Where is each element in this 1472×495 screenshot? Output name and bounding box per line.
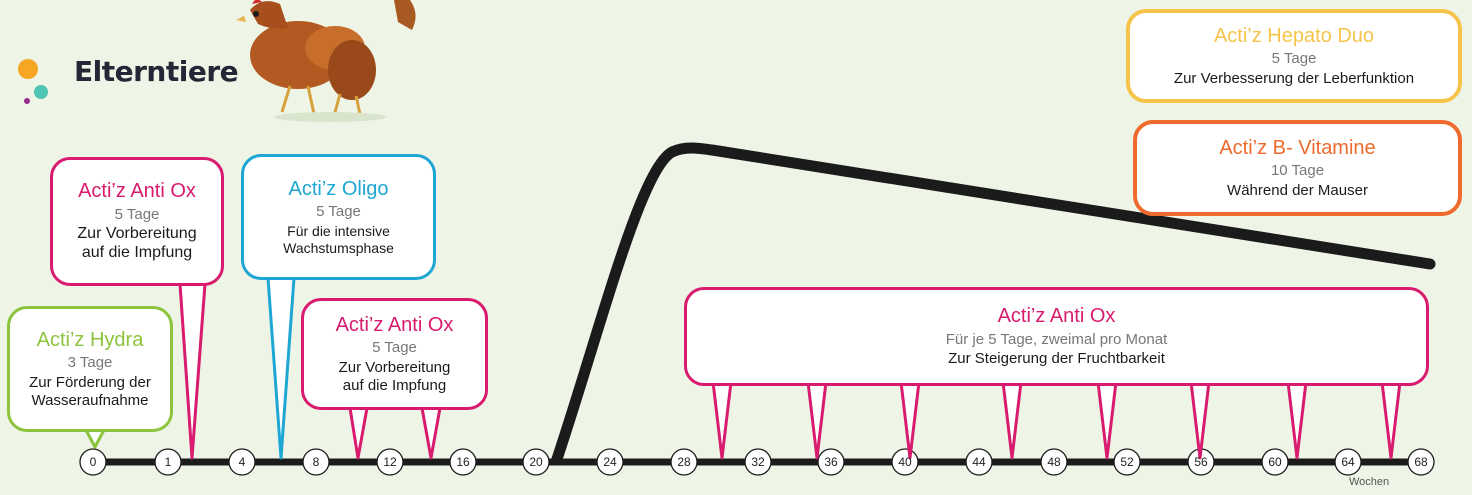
axis-tick-circle bbox=[522, 448, 550, 476]
hydra-description-1: Zur Förderung der bbox=[29, 373, 151, 391]
axis-tick-label: 36 bbox=[824, 455, 838, 469]
bubble-pointers bbox=[84, 276, 1402, 460]
oligo-pointer bbox=[266, 276, 296, 460]
anti-ox-1-name: Acti’z Anti Ox bbox=[78, 179, 196, 202]
axis-tick-circle bbox=[817, 448, 845, 476]
axis-tick-label: 12 bbox=[383, 455, 397, 469]
anti-ox-3-pointers bbox=[711, 380, 1402, 460]
anti-ox-2-pointer-b bbox=[420, 406, 442, 460]
b-vitamine-callout: Acti’z B- Vitamine 10 Tage Während der M… bbox=[1133, 120, 1462, 216]
hepato-duo-callout: Acti’z Hepato Duo 5 Tage Zur Verbesserun… bbox=[1126, 9, 1462, 103]
axis-tick-label: 1 bbox=[164, 455, 172, 469]
axis-tick-circle bbox=[1407, 448, 1435, 476]
anti-ox-1-duration: 5 Tage bbox=[114, 205, 160, 223]
anti-ox-1-description-1: Zur Vorbereitung bbox=[77, 225, 197, 243]
anti-ox-2-callout: Acti’z Anti Ox 5 Tage Zur Vorbereitung a… bbox=[301, 298, 488, 410]
hydra-duration: 3 Tage bbox=[67, 354, 113, 372]
purple-dot bbox=[24, 98, 30, 104]
anti-ox-2-duration: 5 Tage bbox=[372, 339, 417, 357]
hepato-duo-duration: 5 Tage bbox=[1271, 50, 1317, 68]
anti-ox-1-description-2: auf die Impfung bbox=[81, 244, 193, 262]
hydra-name: Acti’z Hydra bbox=[36, 328, 144, 351]
anti-ox-3-pointer bbox=[806, 380, 828, 460]
axis-tick-label: 8 bbox=[312, 455, 320, 469]
axis-tick-circle bbox=[302, 448, 330, 476]
anti-ox-1-pointer bbox=[178, 282, 207, 460]
axis-tick-label: 20 bbox=[529, 455, 543, 469]
axis-tick-circle bbox=[1113, 448, 1141, 476]
hydra-callout: Acti’z Hydra 3 Tage Zur Förderung der Wa… bbox=[7, 306, 173, 432]
axis-tick-label: 68 bbox=[1414, 455, 1428, 469]
axis-tick-label: 28 bbox=[677, 455, 691, 469]
anti-ox-1-callout: Acti’z Anti Ox 5 Tage Zur Vorbereitung a… bbox=[50, 157, 224, 286]
axis-tick-label: 40 bbox=[898, 455, 912, 469]
oligo-callout: Acti’z Oligo 5 Tage Für die intensive Wa… bbox=[241, 154, 436, 280]
anti-ox-2-name: Acti’z Anti Ox bbox=[335, 313, 454, 336]
axis-tick-circle bbox=[449, 448, 477, 476]
axis-tick-label: 56 bbox=[1194, 455, 1208, 469]
axis-tick-circle bbox=[79, 448, 107, 476]
anti-ox-3-duration: Für je 5 Tage, zweimal pro Monat bbox=[945, 330, 1168, 348]
oligo-description-1: Für die intensive bbox=[287, 223, 390, 240]
axis-tick-label: 52 bbox=[1120, 455, 1134, 469]
hydra-description-2: Wasseraufnahme bbox=[31, 391, 149, 409]
axis-tick-label: 44 bbox=[972, 455, 986, 469]
axis-tick-label: 48 bbox=[1047, 455, 1061, 469]
b-vitamine-description: Während der Mauser bbox=[1227, 181, 1368, 199]
axis-tick-label: 64 bbox=[1341, 455, 1355, 469]
axis-tick-circle bbox=[1334, 448, 1362, 476]
anti-ox-3-pointer bbox=[1001, 380, 1023, 460]
axis-tick-circle bbox=[376, 448, 404, 476]
anti-ox-3-pointer bbox=[1286, 380, 1308, 460]
oligo-name: Acti’z Oligo bbox=[288, 177, 389, 200]
anti-ox-3-description: Zur Steigerung der Fruchtbarkeit bbox=[948, 350, 1165, 368]
oligo-description-2: Wachstumsphase bbox=[283, 239, 394, 256]
axis-tick-label: 16 bbox=[456, 455, 470, 469]
hydra-pointer bbox=[84, 428, 106, 449]
axis-unit-label: Wochen bbox=[1349, 476, 1390, 488]
production-curve bbox=[551, 142, 1436, 465]
anti-ox-3-pointer bbox=[1096, 380, 1118, 460]
hepato-duo-name: Acti’z Hepato Duo bbox=[1213, 24, 1375, 47]
chicken-illustration bbox=[236, 0, 416, 122]
anti-ox-2-pointer-a bbox=[348, 406, 369, 460]
axis-tick-label: 0 bbox=[89, 455, 97, 469]
axis-tick-circle bbox=[1261, 448, 1289, 476]
axis-tick-circle bbox=[965, 448, 993, 476]
page-title: Elterntiere bbox=[74, 55, 239, 88]
axis-tick-circle bbox=[670, 448, 698, 476]
anti-ox-3-pointer bbox=[711, 380, 733, 460]
b-vitamine-name: Acti’z B- Vitamine bbox=[1219, 136, 1376, 159]
axis-tick-circle bbox=[596, 448, 624, 476]
anti-ox-2-description-1: Zur Vorbereitung bbox=[338, 358, 451, 376]
teal-dot bbox=[34, 85, 48, 99]
anti-ox-3-pointer bbox=[1380, 380, 1402, 460]
axis-tick-label: 60 bbox=[1268, 455, 1282, 469]
axis-tick-label: 32 bbox=[751, 455, 765, 469]
axis-tick-circle bbox=[228, 448, 256, 476]
anti-ox-3-pointer bbox=[899, 380, 921, 460]
axis-tick-circle bbox=[744, 448, 772, 476]
anti-ox-3-callout: Acti’z Anti Ox Für je 5 Tage, zweimal pr… bbox=[684, 287, 1429, 386]
oligo-duration: 5 Tage bbox=[316, 203, 361, 221]
orange-dot bbox=[18, 59, 38, 79]
axis-tick-label: 4 bbox=[238, 455, 246, 469]
b-vitamine-duration: 10 Tage bbox=[1270, 162, 1325, 180]
anti-ox-3-name: Acti’z Anti Ox bbox=[997, 305, 1116, 328]
axis-tick-label: 24 bbox=[603, 455, 617, 469]
anti-ox-2-description-2: auf die Impfung bbox=[342, 376, 447, 394]
axis-tick-circle bbox=[1040, 448, 1068, 476]
axis-tick-circle bbox=[154, 448, 182, 476]
anti-ox-3-pointer bbox=[1189, 380, 1211, 460]
hepato-duo-description: Zur Verbesserung der Leberfunktion bbox=[1173, 69, 1415, 87]
